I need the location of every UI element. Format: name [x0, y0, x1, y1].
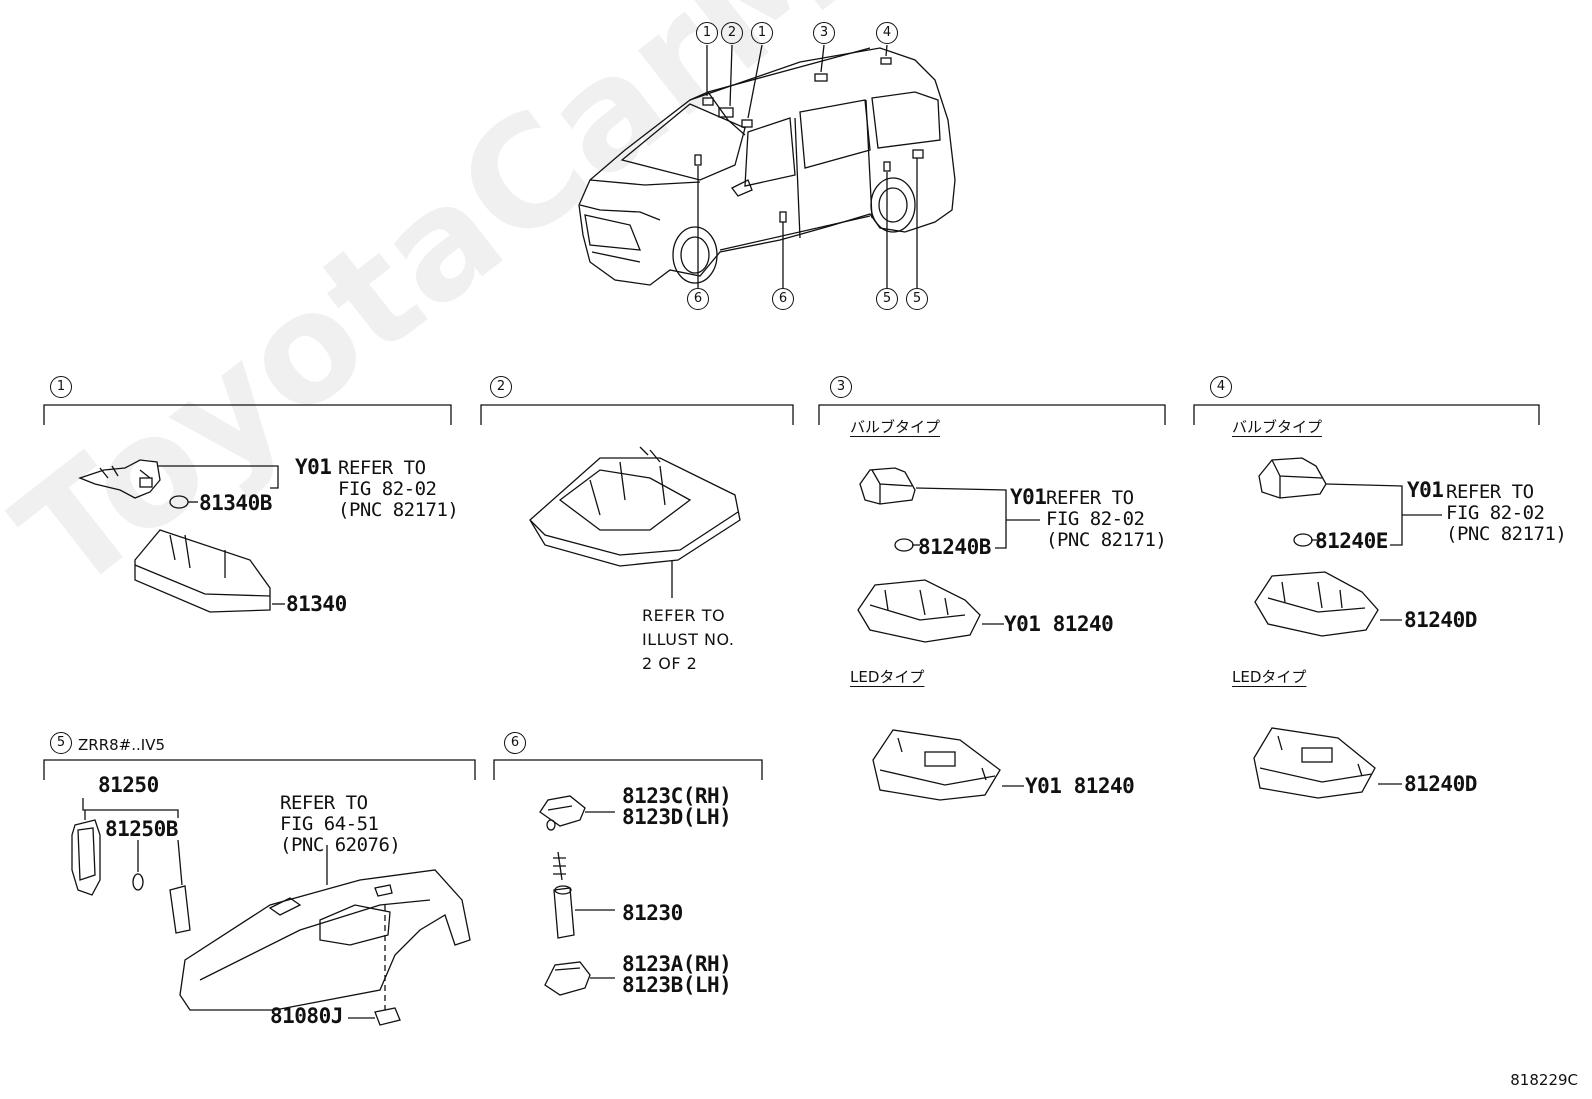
s4-led-part: 81240D	[1404, 772, 1477, 796]
s5-part-switch: 81080J	[270, 1004, 343, 1028]
s6-part-switch: 81230	[622, 901, 683, 925]
car-callout-6b: 6	[772, 288, 794, 310]
s1-socket	[78, 459, 279, 509]
s5-applicability: ZRR8#..IV5	[78, 736, 165, 754]
s3-refer-line2: FIG 82-02	[1046, 508, 1145, 530]
section-5-number: 5	[50, 732, 72, 754]
car-callout-1b: 1	[751, 22, 773, 44]
bracket-3	[818, 404, 1166, 425]
s4-refer-line2: FIG 82-02	[1446, 502, 1545, 524]
s3-y01-code: Y01	[1010, 485, 1047, 509]
s1-part-bulb: 81340B	[199, 491, 272, 515]
car-callout-5b: 5	[906, 288, 928, 310]
s1-y01-code: Y01	[295, 455, 332, 479]
s1-refer-line2: FIG 82-02	[338, 478, 437, 500]
s4-bulb-type-parts	[1254, 457, 1442, 637]
s3-refer-line1: REFER TO	[1046, 487, 1134, 509]
van-illustration	[578, 44, 956, 288]
car-callout-4: 4	[876, 22, 898, 44]
car-callout-3: 3	[813, 22, 835, 44]
s3-led-type-heading: LEDタイプ	[850, 668, 925, 686]
bracket-4	[1193, 404, 1540, 425]
car-callout-6: 6	[687, 288, 709, 310]
bracket-5	[43, 759, 476, 780]
section-3-number: 3	[830, 376, 852, 398]
s5-refer-line2: FIG 64-51	[280, 813, 379, 835]
s5-part-bulb: 81250B	[105, 817, 178, 841]
s4-part-bulb: 81240E	[1315, 529, 1388, 553]
s6-part-lh-lower: 8123B(LH)	[622, 973, 732, 997]
s4-led-type-part	[1253, 727, 1402, 799]
bracket-2	[480, 404, 794, 425]
bracket-1	[43, 404, 452, 425]
s1-refer-line3: (PNC 82171)	[338, 499, 459, 521]
s3-bulb-type-parts	[857, 467, 1040, 643]
s4-part-lamp: 81240D	[1404, 608, 1477, 632]
section-2-number: 2	[490, 376, 512, 398]
s3-led-type-part	[872, 729, 1024, 801]
s6-parts	[539, 795, 615, 996]
s6-part-lh-upper: 8123D(LH)	[622, 805, 732, 829]
s3-refer-line3: (PNC 82171)	[1046, 529, 1167, 551]
section-1-number: 1	[50, 376, 72, 398]
s1-refer-line1: REFER TO	[338, 457, 426, 479]
section-4-number: 4	[1210, 376, 1232, 398]
s4-refer-line3: (PNC 82171)	[1446, 523, 1567, 545]
s2-refer-line1: REFER TO	[642, 606, 726, 625]
figure-code: 818229C	[1510, 1071, 1578, 1089]
s3-part-lamp: Y01 81240	[1004, 612, 1114, 636]
s2-refer-line3: 2 OF 2	[642, 654, 698, 673]
s1-part-lamp: 81340	[286, 592, 347, 616]
car-callout-1: 1	[696, 22, 718, 44]
s5-refer-line3: (PNC 62076)	[280, 834, 401, 856]
s3-led-part: Y01 81240	[1025, 774, 1135, 798]
s2-refer-line2: ILLUST NO.	[642, 630, 735, 649]
s3-part-bulb: 81240B	[918, 535, 991, 559]
s5-refer-line1: REFER TO	[280, 792, 368, 814]
s3-bulb-type-heading: バルブタイプ	[850, 418, 941, 436]
car-callout-2: 2	[721, 22, 743, 44]
s2-console	[529, 446, 741, 598]
s5-parts	[71, 798, 471, 1026]
s4-led-type-heading: LEDタイプ	[1232, 668, 1307, 686]
s4-refer-line1: REFER TO	[1446, 481, 1534, 503]
s6-part-rh-upper: 8123C(RH)	[622, 784, 732, 808]
s5-part-lamp: 81250	[98, 773, 159, 797]
bracket-6	[493, 759, 763, 780]
section-6-number: 6	[504, 732, 526, 754]
s4-y01-code: Y01	[1407, 478, 1444, 502]
s4-bulb-type-heading: バルブタイプ	[1232, 418, 1323, 436]
car-callout-5: 5	[876, 288, 898, 310]
s6-part-rh-lower: 8123A(RH)	[622, 952, 732, 976]
s1-lamp	[134, 529, 285, 613]
